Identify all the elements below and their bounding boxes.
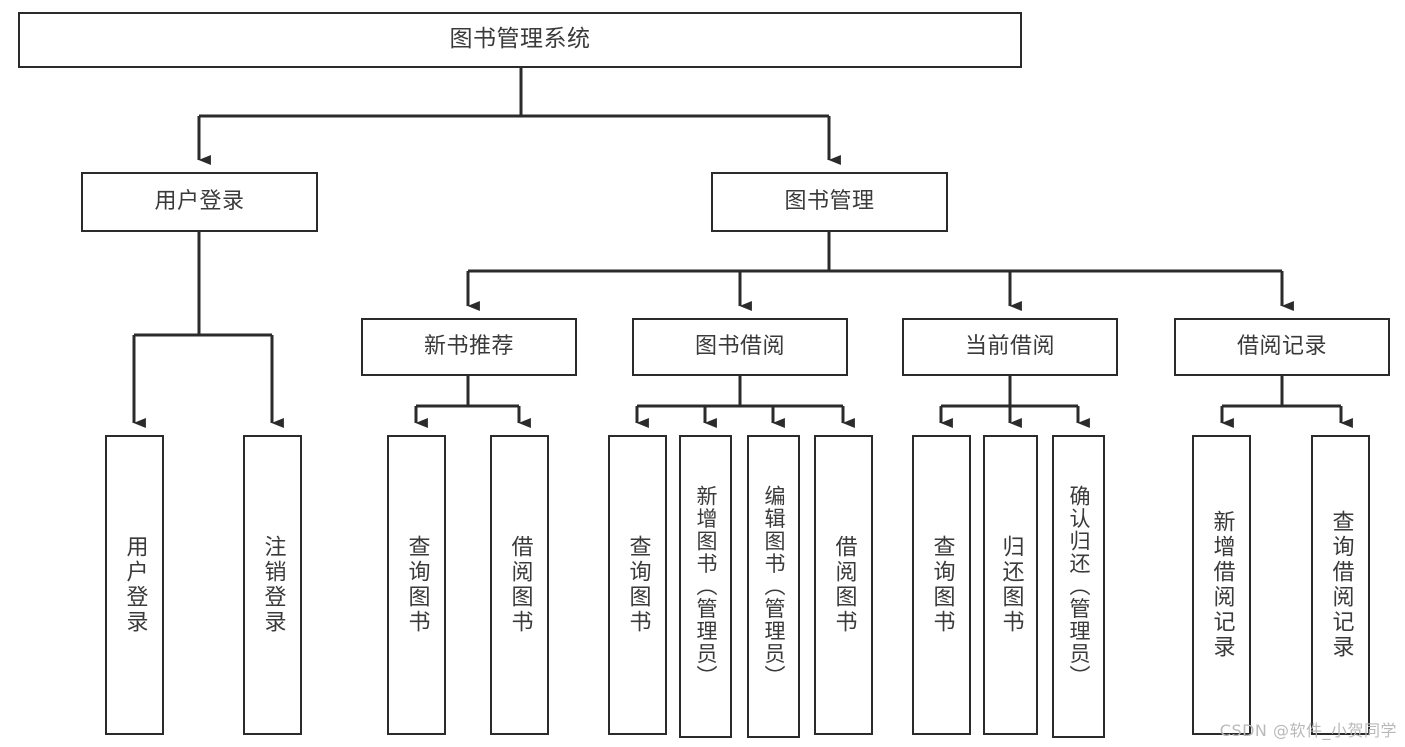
- leaf-query-book-1[interactable]: 查询图书: [387, 435, 446, 735]
- leaf-edit-book-admin[interactable]: 编辑图书（管理员）: [747, 435, 800, 738]
- node-book-manage-label: 图书管理: [784, 188, 875, 214]
- leaf-query-borrow-record[interactable]: 查询借阅记录: [1311, 435, 1370, 735]
- watermark-text: CSDN @软件_小贺同学: [1219, 721, 1397, 740]
- leaf-edit-book-admin-label: 编辑图书（管理员）: [762, 485, 786, 688]
- leaf-return-book[interactable]: 归还图书: [983, 435, 1038, 735]
- leaf-return-book-label: 归还图书: [998, 535, 1024, 635]
- node-book-borrow[interactable]: 图书借阅: [632, 318, 848, 376]
- node-borrow-record-label: 借阅记录: [1236, 333, 1327, 359]
- node-current-borrow-label: 当前借阅: [964, 333, 1055, 359]
- leaf-user-login-label: 用户登录: [122, 535, 148, 635]
- node-new-book-recommend-label: 新书推荐: [423, 333, 514, 359]
- leaf-query-book-3-label: 查询图书: [929, 535, 955, 635]
- node-book-borrow-label: 图书借阅: [694, 333, 785, 359]
- leaf-borrow-book-1-label: 借阅图书: [507, 535, 533, 635]
- leaf-logout-login[interactable]: 注销登录: [243, 435, 302, 735]
- leaf-add-borrow-record-label: 新增借阅记录: [1209, 510, 1235, 660]
- node-current-borrow[interactable]: 当前借阅: [902, 318, 1118, 376]
- leaf-borrow-book-2-label: 借阅图书: [831, 535, 857, 635]
- leaf-query-book-3[interactable]: 查询图书: [912, 435, 971, 735]
- node-book-manage[interactable]: 图书管理: [711, 172, 948, 232]
- leaf-add-book-admin-label: 新增图书（管理员）: [694, 485, 718, 688]
- leaf-borrow-book-2[interactable]: 借阅图书: [814, 435, 873, 735]
- node-user-login[interactable]: 用户登录: [81, 172, 318, 232]
- leaf-confirm-return-admin[interactable]: 确认归还（管理员）: [1052, 435, 1105, 738]
- leaf-user-login[interactable]: 用户登录: [105, 435, 164, 735]
- leaf-query-borrow-record-label: 查询借阅记录: [1328, 510, 1354, 660]
- leaf-borrow-book-1[interactable]: 借阅图书: [490, 435, 549, 735]
- node-root-system-label: 图书管理系统: [449, 26, 591, 53]
- node-root-system[interactable]: 图书管理系统: [18, 12, 1022, 68]
- leaf-logout-login-label: 注销登录: [260, 535, 286, 635]
- leaf-add-book-admin[interactable]: 新增图书（管理员）: [679, 435, 732, 738]
- leaf-query-book-2[interactable]: 查询图书: [608, 435, 667, 735]
- node-borrow-record[interactable]: 借阅记录: [1174, 318, 1390, 376]
- leaf-add-borrow-record[interactable]: 新增借阅记录: [1192, 435, 1251, 735]
- node-new-book-recommend[interactable]: 新书推荐: [361, 318, 577, 376]
- leaf-confirm-return-admin-label: 确认归还（管理员）: [1067, 485, 1091, 688]
- node-user-login-label: 用户登录: [154, 188, 245, 214]
- leaf-query-book-2-label: 查询图书: [625, 535, 651, 635]
- leaf-query-book-1-label: 查询图书: [404, 535, 430, 635]
